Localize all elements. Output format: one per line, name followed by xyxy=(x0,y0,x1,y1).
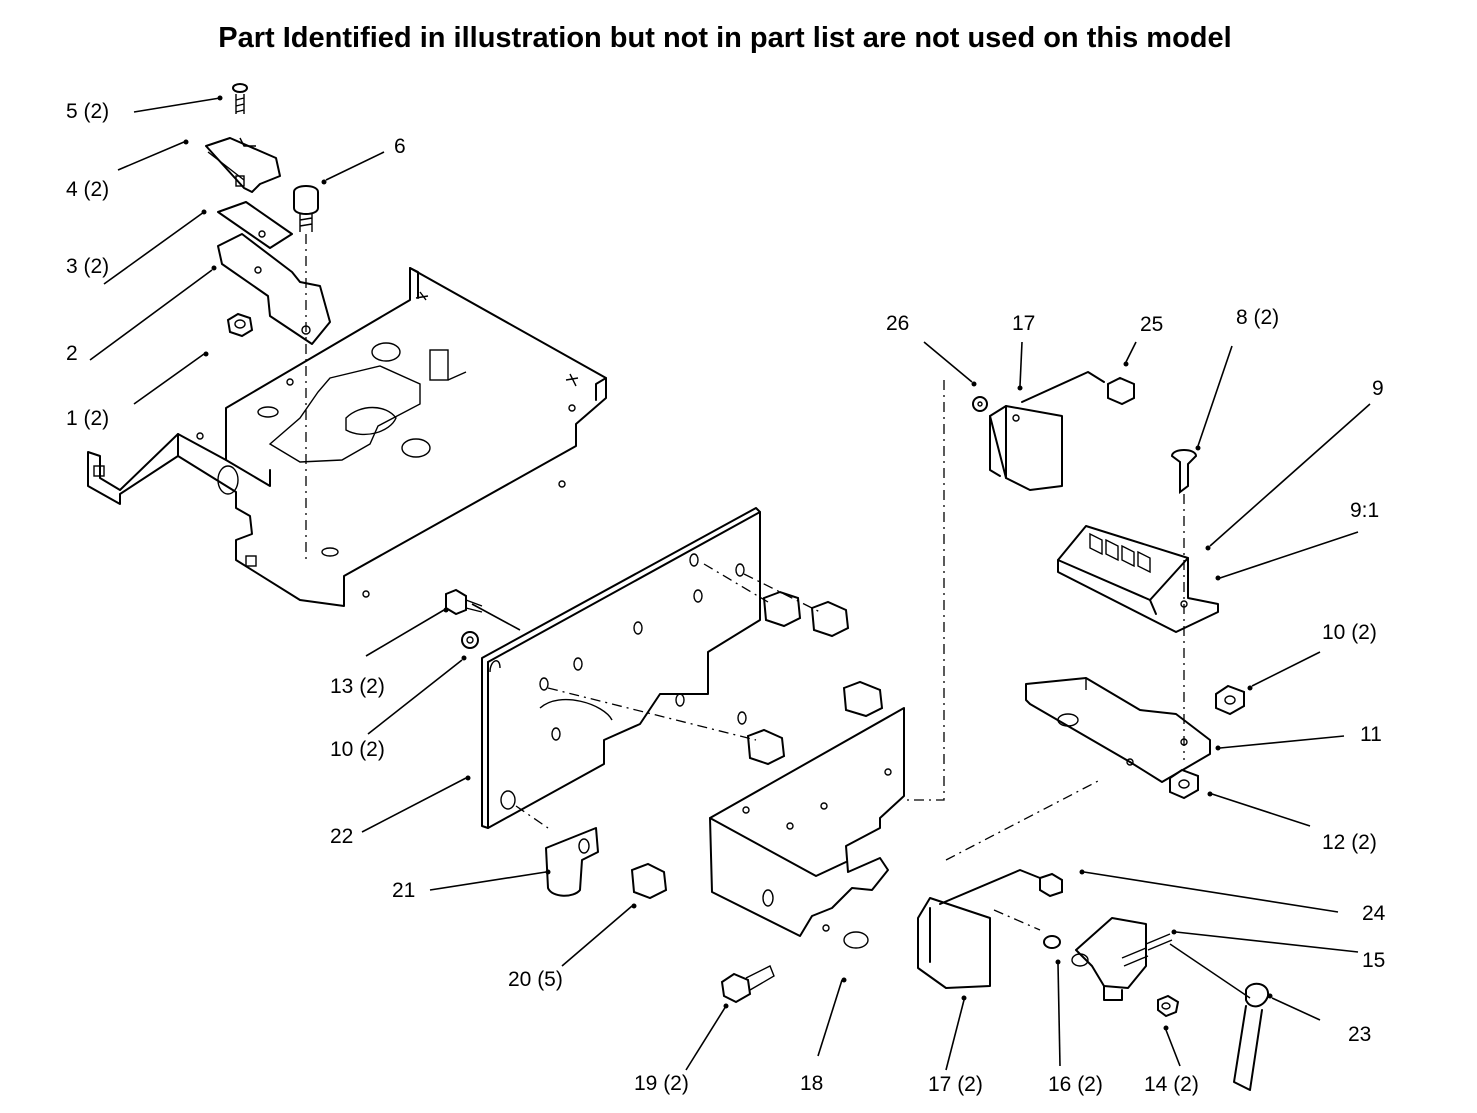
callout-17-lower: 17 (2) xyxy=(928,1073,983,1096)
callout-23: 23 xyxy=(1348,1023,1372,1046)
callout-18: 18 xyxy=(800,1072,824,1095)
insulator-plate-part xyxy=(217,201,293,249)
callout-12: 12 (2) xyxy=(1322,831,1377,854)
bolt-part xyxy=(293,185,319,560)
callout-13: 13 (2) xyxy=(330,675,385,698)
callout-21: 21 xyxy=(392,879,416,902)
callout-10-lower: 10 (2) xyxy=(330,738,385,761)
leader-lines xyxy=(89,95,1371,1071)
terminal-nut-part xyxy=(1161,1002,1171,1010)
meter-nut-upper-part xyxy=(1215,684,1245,716)
fastener-group xyxy=(445,563,884,1004)
switch-part xyxy=(205,137,281,193)
callout-10-upper: 10 (2) xyxy=(1322,621,1377,644)
base-nut-part xyxy=(226,312,254,338)
callout-8: 8 (2) xyxy=(1236,306,1280,329)
callout-26: 26 xyxy=(886,312,910,335)
callout-11: 11 xyxy=(1360,723,1382,746)
callout-1: 1 (2) xyxy=(66,407,110,430)
cable-clamp-part xyxy=(545,827,599,897)
callout-25: 25 xyxy=(1140,313,1164,336)
solenoid-part xyxy=(1071,917,1270,1091)
angle-bracket-part xyxy=(709,707,905,949)
callout-6: 6 xyxy=(394,135,406,158)
callout-14: 14 (2) xyxy=(1144,1073,1199,1096)
callout-17-upper: 17 xyxy=(1012,312,1036,335)
callout-22: 22 xyxy=(330,825,354,848)
callout-5: 5 (2) xyxy=(66,100,110,123)
callout-19: 19 (2) xyxy=(634,1072,689,1095)
callout-24: 24 xyxy=(1362,902,1386,925)
switch-screw-part xyxy=(232,83,248,114)
callout-4: 4 (2) xyxy=(66,178,110,201)
callout-20: 20 (5) xyxy=(508,968,563,991)
diagram-title: Part Identified in illustration but not … xyxy=(218,22,1232,54)
callout-16: 16 (2) xyxy=(1048,1073,1103,1096)
base-plate-part xyxy=(87,267,607,607)
callout-15: 15 xyxy=(1362,949,1386,972)
relay-lower-part xyxy=(917,779,1101,989)
relay-upper-part xyxy=(904,371,1135,801)
callout-9-1: 9:1 xyxy=(1350,499,1380,522)
meter-bracket-part xyxy=(1025,677,1211,783)
mounting-plate-part xyxy=(481,507,761,829)
callout-2: 2 xyxy=(66,342,78,365)
callout-3: 3 (2) xyxy=(66,255,110,278)
hour-meter-part xyxy=(1057,449,1219,760)
callout-9: 9 xyxy=(1372,377,1384,400)
meter-nut-lower-part xyxy=(1169,768,1199,800)
